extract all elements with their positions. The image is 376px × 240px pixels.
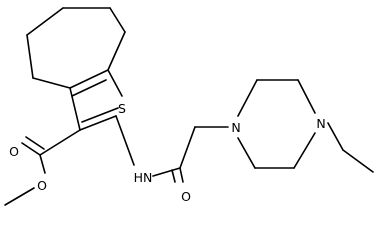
piperazine-ring [237,79,316,169]
methyl-ester-group [4,129,81,206]
amide-nitrogen-label: HN [134,170,153,185]
ester-ether-oxygen-label: O [37,178,47,193]
amide-linker [115,115,229,183]
amide-oxygen-label: O [181,189,191,204]
piperazine-nitrogen-4-label: N [316,116,325,131]
ethyl-group [327,122,374,173]
cycloheptane-ring [26,7,126,89]
molecule-structure: S O O HN O N N [4,7,374,206]
piperazine-nitrogen-1-label: N [231,120,240,135]
sulfur-label: S [118,101,126,116]
ester-carbonyl-oxygen-label: O [9,144,19,159]
thiophene-ring [69,69,123,131]
